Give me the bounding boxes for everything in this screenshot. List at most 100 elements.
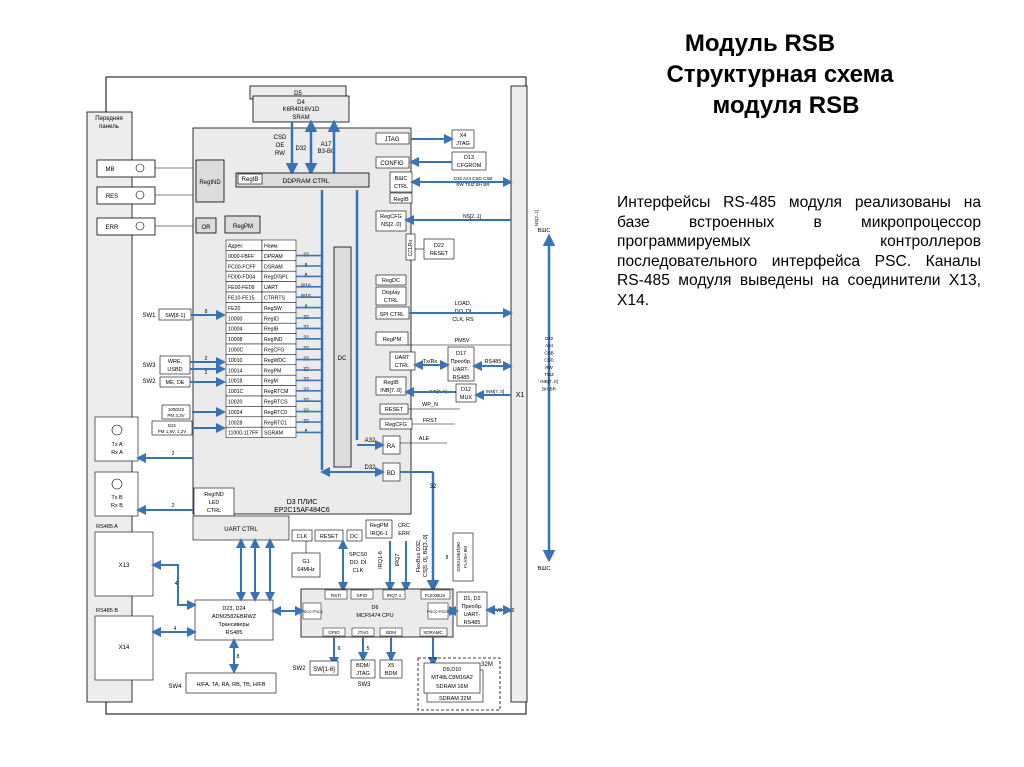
svg-text:PSC0 PSC1: PSC0 PSC1 (301, 609, 324, 614)
svg-text:Rx A: Rx A (111, 450, 123, 456)
svg-text:RSTI: RSTI (331, 593, 341, 598)
fpga-bottom-row: CLK RESET DC RegPM IRQ6-1 CRC ERR (291, 519, 410, 542)
svg-text:NS[2..0]: NS[2..0] (381, 222, 401, 228)
svg-text:X14: X14 (119, 645, 130, 651)
svg-text:RegPM: RegPM (383, 337, 402, 343)
x1-label: X1 (516, 392, 525, 399)
svg-text:JTAG: JTAG (456, 141, 470, 147)
svg-text:RegIB: RegIB (242, 177, 259, 183)
svg-text:LOAD,: LOAD, (455, 301, 472, 307)
sig-a17: A17 (321, 142, 332, 148)
table-header: Наим. (264, 244, 279, 250)
svg-text:SRAM: SRAM (292, 115, 309, 121)
sig-b3b0: B3-B0 (318, 149, 335, 155)
svg-text:D12: D12 (461, 387, 471, 393)
table-cell-address: FE00-FE09 (228, 285, 255, 291)
regind-label: RegIND (199, 180, 221, 186)
svg-text:CRC: CRC (398, 523, 410, 529)
svg-text:ВШС: ВШС (395, 176, 408, 182)
sig-d32: D32 (295, 146, 307, 152)
svg-text:8: 8 (237, 654, 240, 660)
svg-text:WRE,: WRE, (168, 359, 183, 365)
table-cell-name: RegRTC1 (264, 420, 287, 426)
txrx-b: Tx B Rx B 2 (94, 471, 193, 517)
svg-text:SW1: SW1 (142, 313, 156, 319)
svg-text:Display: Display (382, 290, 400, 296)
svg-text:D4: D4 (297, 100, 305, 106)
led-icon (135, 163, 145, 173)
svg-text:6: 6 (337, 646, 340, 652)
svg-text:CCLRn: CCLRn (408, 240, 414, 257)
svg-text:GPIO: GPIO (328, 630, 340, 635)
svg-text:X4: X4 (460, 133, 467, 139)
svg-text:RegCFG: RegCFG (380, 214, 402, 220)
svg-text:RegIB: RegIB (383, 380, 399, 386)
svg-text:K6R4016V1D: K6R4016V1D (283, 107, 320, 113)
svg-text:ВШС: ВШС (538, 228, 551, 234)
svg-text:RS485 A: RS485 A (96, 524, 118, 530)
svg-text:D1, D2: D1, D2 (463, 596, 480, 602)
svg-text:RS485 B: RS485 B (96, 608, 118, 614)
bus-signal-label: CSB (544, 350, 553, 355)
x14-connector (94, 615, 154, 681)
svg-text:MB: MB (106, 167, 115, 173)
svg-text:H/FA, TA, RA, RB, TB, H/FB: H/FA, TA, RA, RB, TB, H/FB (197, 682, 266, 688)
slide-title: Модуль RSB Структурная схема модуля RSB (600, 28, 920, 121)
svg-text:INB[7..0]: INB[7..0] (380, 388, 402, 394)
svg-text:CTRL: CTRL (384, 298, 398, 304)
d1d2-block (456, 591, 488, 627)
ddpram-ctrl (235, 172, 370, 188)
svg-text:32: 32 (430, 484, 437, 490)
svg-text:CONFIG: CONFIG (380, 161, 404, 167)
svg-text:RegIND: RegIND (204, 492, 224, 498)
register-table: АдресНаим.0000-FBFFDPRAM32FC00-FCFFDSRAM… (225, 239, 322, 438)
table-cell-name: RegCFG (264, 348, 284, 354)
svg-text:PM 3,3V: PM 3,3V (167, 413, 184, 418)
table-cell-address: FD00-FD04 (228, 275, 255, 281)
table-cell-name: RegSW (264, 306, 282, 312)
svg-text:RegPM: RegPM (370, 523, 389, 529)
svg-text:4: 4 (174, 626, 177, 632)
x13-connector (94, 531, 154, 597)
table-cell-address: 10018 (228, 379, 243, 385)
svg-text:RS485: RS485 (226, 630, 243, 636)
svg-text:WP_N: WP_N (422, 402, 438, 408)
svg-text:IRQ6-1: IRQ6-1 (370, 531, 388, 537)
indicator-mb: MB (96, 159, 193, 178)
table-cell-address: 10010 (228, 358, 243, 364)
svg-text:Преобр.: Преобр. (451, 359, 472, 365)
bdm-jtag (350, 659, 376, 679)
svg-text:32M: 32M (481, 662, 493, 668)
table-cell-name: RegDISPL (264, 275, 289, 281)
svg-text:PSC0 PSC1: PSC0 PSC1 (427, 609, 450, 614)
svg-text:UART: UART (395, 355, 411, 361)
svg-text:8: 8 (205, 309, 208, 315)
bus-signal-label: RW (545, 365, 553, 370)
svg-text:ME, DE: ME, DE (166, 380, 185, 386)
svg-text:5: 5 (366, 646, 369, 652)
sram-block: D5 D4 K6R4016V1D SRAM (249, 85, 350, 123)
svg-text:USBD: USBD (167, 367, 182, 373)
svg-text:SW2: SW2 (142, 379, 156, 385)
sig-csd: CSD (274, 135, 287, 141)
table-cell-name: RegIND (264, 337, 283, 343)
table-cell-name: RegM (264, 379, 278, 385)
led-ctrl (193, 487, 235, 517)
svg-text:BDM/: BDM/ (356, 663, 370, 669)
svg-text:D13: D13 (464, 155, 474, 161)
svg-text:2: 2 (205, 370, 208, 376)
table-cell-address: 10014 (228, 368, 243, 374)
svg-text:BDM: BDM (386, 630, 396, 635)
svg-text:SPCS0: SPCS0 (349, 552, 367, 558)
fpga-part: EP2C15AF484C6 (274, 507, 330, 514)
bus-signal-label: A24 (545, 343, 554, 348)
svg-text:X13: X13 (119, 563, 130, 569)
table-header: Адрес (228, 244, 243, 250)
table-cell-address: 10024 (228, 410, 243, 416)
svg-text:D6: D6 (371, 605, 378, 611)
sw2-bottom (309, 660, 339, 676)
table-cell-address: FE20 (228, 306, 241, 312)
svg-text:ERR: ERR (106, 225, 119, 231)
svg-text:MUX: MUX (460, 395, 473, 401)
transceivers-d23-d24 (194, 599, 274, 641)
